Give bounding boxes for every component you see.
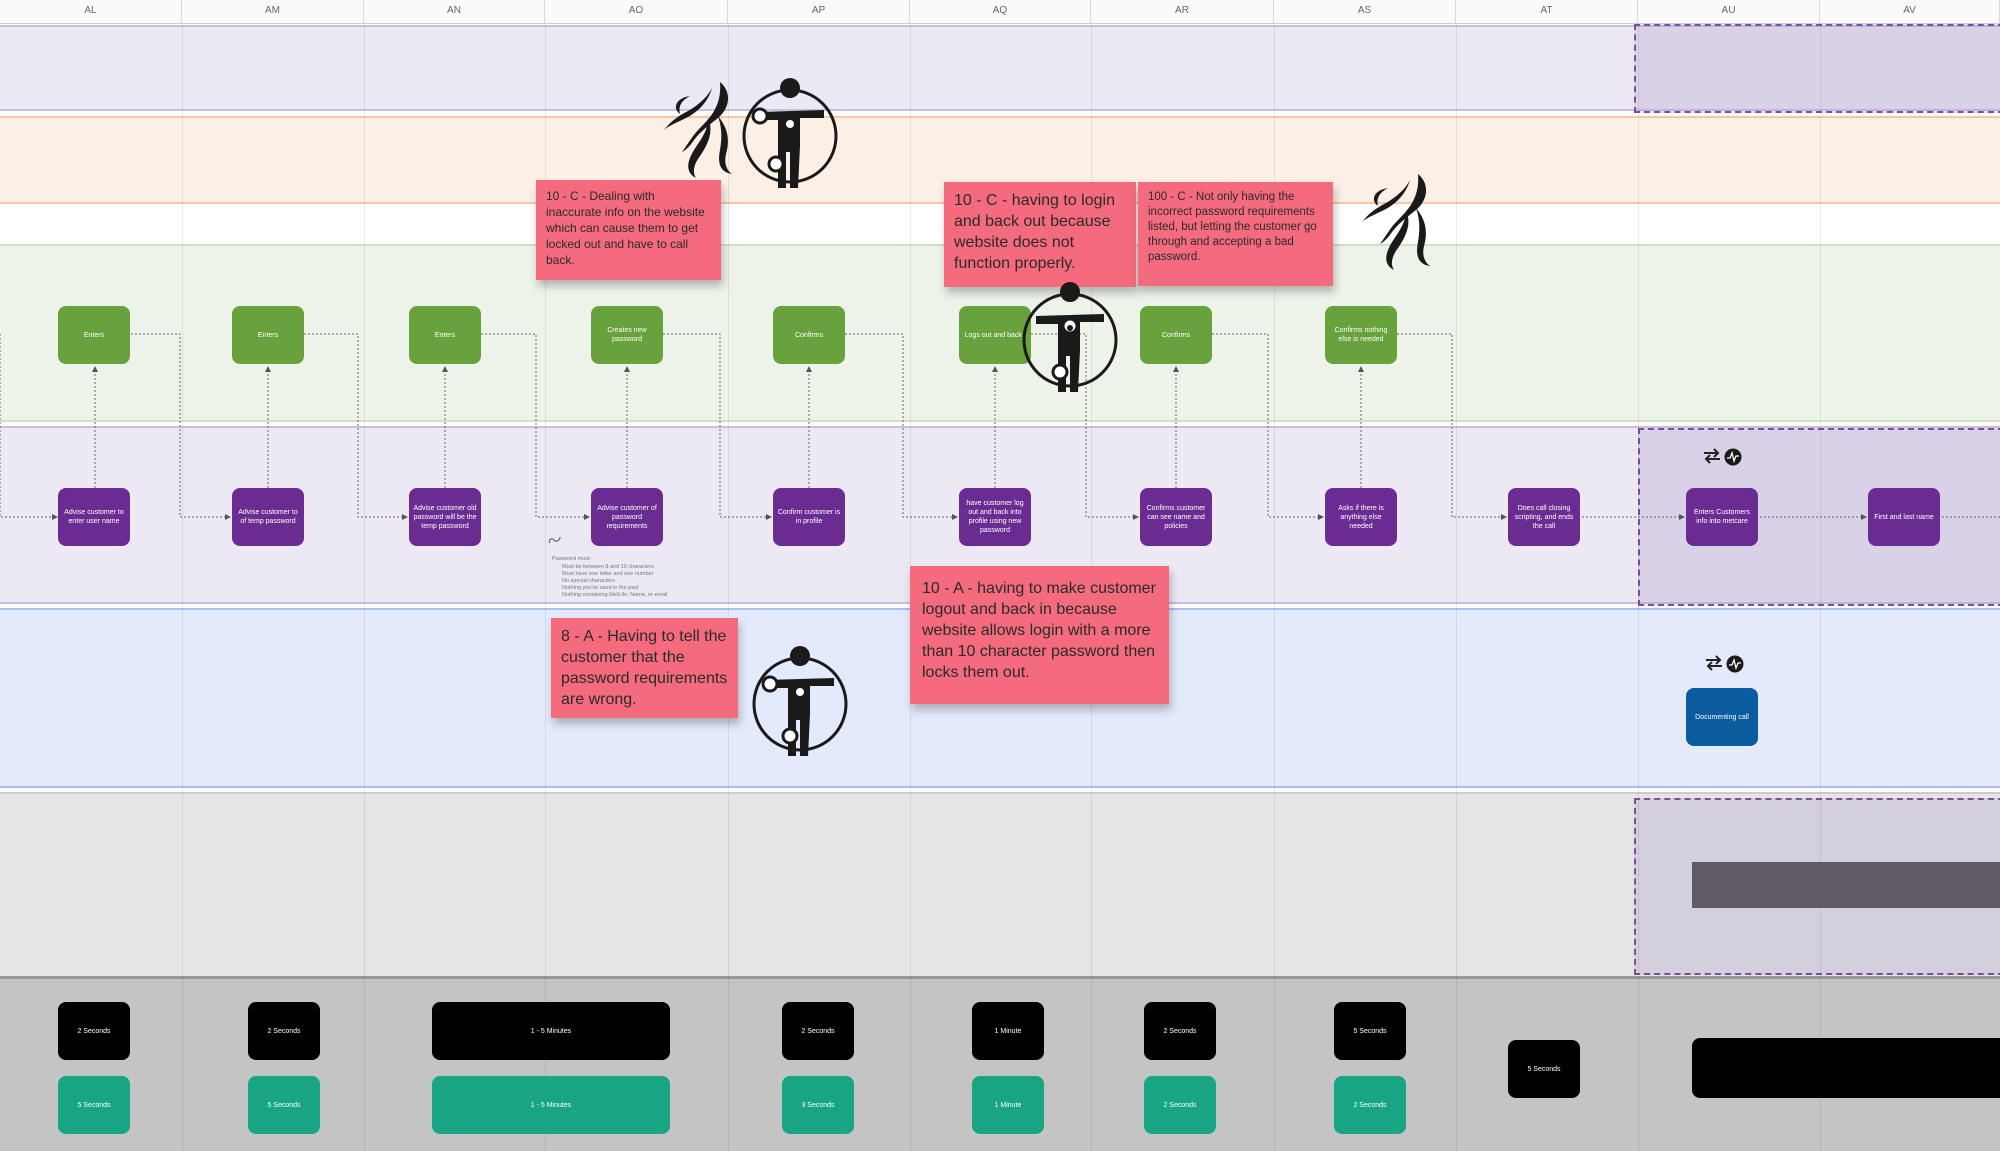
customer-action-box[interactable]: Enters <box>58 306 130 364</box>
password-note-line: Nothing containing MetLife, Name, or ema… <box>562 592 667 599</box>
placeholder-bar[interactable] <box>1692 862 2000 908</box>
time-estimate-box[interactable]: 5 Seconds <box>248 1076 320 1134</box>
agent-action-box[interactable]: Advise customer of password requirements <box>591 488 663 546</box>
swap-arrows-icon <box>1704 655 1724 671</box>
time-estimate-box[interactable]: 5 Seconds <box>58 1076 130 1134</box>
time-estimate-box[interactable]: 2 Seconds <box>1144 1076 1216 1134</box>
password-note-line: Nothing you've used in the past <box>562 585 639 592</box>
agent-action-box[interactable]: Confirm customer is in profile <box>773 488 845 546</box>
time-estimate-box[interactable]: 2 Seconds <box>1334 1076 1406 1134</box>
time-estimate-box[interactable]: 1 - 5 Minutes <box>432 1002 670 1060</box>
customer-action-box[interactable]: Confirms nothing else is needed <box>1325 306 1397 364</box>
pain-point-sticky-note[interactable]: 10 - A - having to make customer logout … <box>910 566 1169 704</box>
time-estimate-box[interactable]: 2 Seconds <box>248 1002 320 1060</box>
agent-action-box[interactable]: Advise customer to of temp password <box>232 488 304 546</box>
swap-arrows-icon <box>1702 448 1722 464</box>
pain-point-sticky-note[interactable]: 8 - A - Having to tell the customer that… <box>551 618 738 718</box>
stick-figure-pain-icon <box>1018 280 1122 398</box>
time-estimate-box[interactable]: 1 Minute <box>972 1002 1044 1060</box>
squiggle-tentacle-icon <box>1358 170 1436 270</box>
time-estimate-box[interactable]: 5 Seconds <box>1508 1040 1580 1098</box>
customer-action-box[interactable]: Enters <box>409 306 481 364</box>
stick-figure-pain-icon <box>748 644 852 762</box>
customer-action-box[interactable]: Creates new password <box>591 306 663 364</box>
agent-action-box[interactable]: Enters Customers info into metcare <box>1686 488 1758 546</box>
customer-action-box[interactable]: Confirms <box>1140 306 1212 364</box>
time-estimate-box[interactable]: 1 - 5 Minutes <box>432 1076 670 1134</box>
placeholder-bar[interactable] <box>1692 1038 2000 1098</box>
time-estimate-box[interactable]: 3 Seconds <box>782 1076 854 1134</box>
agent-action-box[interactable]: have customer log out and back into prof… <box>959 488 1031 546</box>
squiggle-tentacle-icon <box>660 78 738 178</box>
agent-action-box[interactable]: Does call closing scripting, and ends th… <box>1508 488 1580 546</box>
password-note-line: Must be between 8 and 10 characters <box>562 564 654 571</box>
password-note-title: Password must: <box>552 556 591 563</box>
time-estimate-box[interactable]: 2 Seconds <box>58 1002 130 1060</box>
pain-point-sticky-note[interactable]: 10 - C - Dealing with inaccurate info on… <box>536 180 721 280</box>
time-estimate-box[interactable]: 2 Seconds <box>782 1002 854 1060</box>
stick-figure-pain-icon <box>738 76 842 194</box>
agent-action-box[interactable]: First and last name <box>1868 488 1940 546</box>
time-estimate-box[interactable]: 1 Minute <box>972 1076 1044 1134</box>
time-estimate-box[interactable]: 2 Seconds <box>1144 1002 1216 1060</box>
customer-action-box[interactable]: Confirms <box>773 306 845 364</box>
pulse-circle-icon <box>1726 655 1744 673</box>
agent-action-box[interactable]: Advise customer old password will be the… <box>409 488 481 546</box>
agent-action-box[interactable]: Confirms customer can see name and polic… <box>1140 488 1212 546</box>
agent-action-box[interactable]: Advise customer to enter user name <box>58 488 130 546</box>
link-icon[interactable] <box>548 534 562 546</box>
password-note-line: No special characters <box>562 578 615 585</box>
pain-point-sticky-note[interactable]: 10 - C - having to login and back out be… <box>944 182 1136 287</box>
pulse-circle-icon <box>1724 448 1742 466</box>
system-action-box[interactable]: Documenting call <box>1686 688 1758 746</box>
password-note-line: Must have one letter and one number <box>562 571 653 578</box>
agent-action-box[interactable]: Asks if there is anything else needed <box>1325 488 1397 546</box>
time-estimate-box[interactable]: 5 Seconds <box>1334 1002 1406 1060</box>
pain-point-sticky-note[interactable]: 100 - C - Not only having the incorrect … <box>1138 182 1333 286</box>
customer-action-box[interactable]: Enters <box>232 306 304 364</box>
